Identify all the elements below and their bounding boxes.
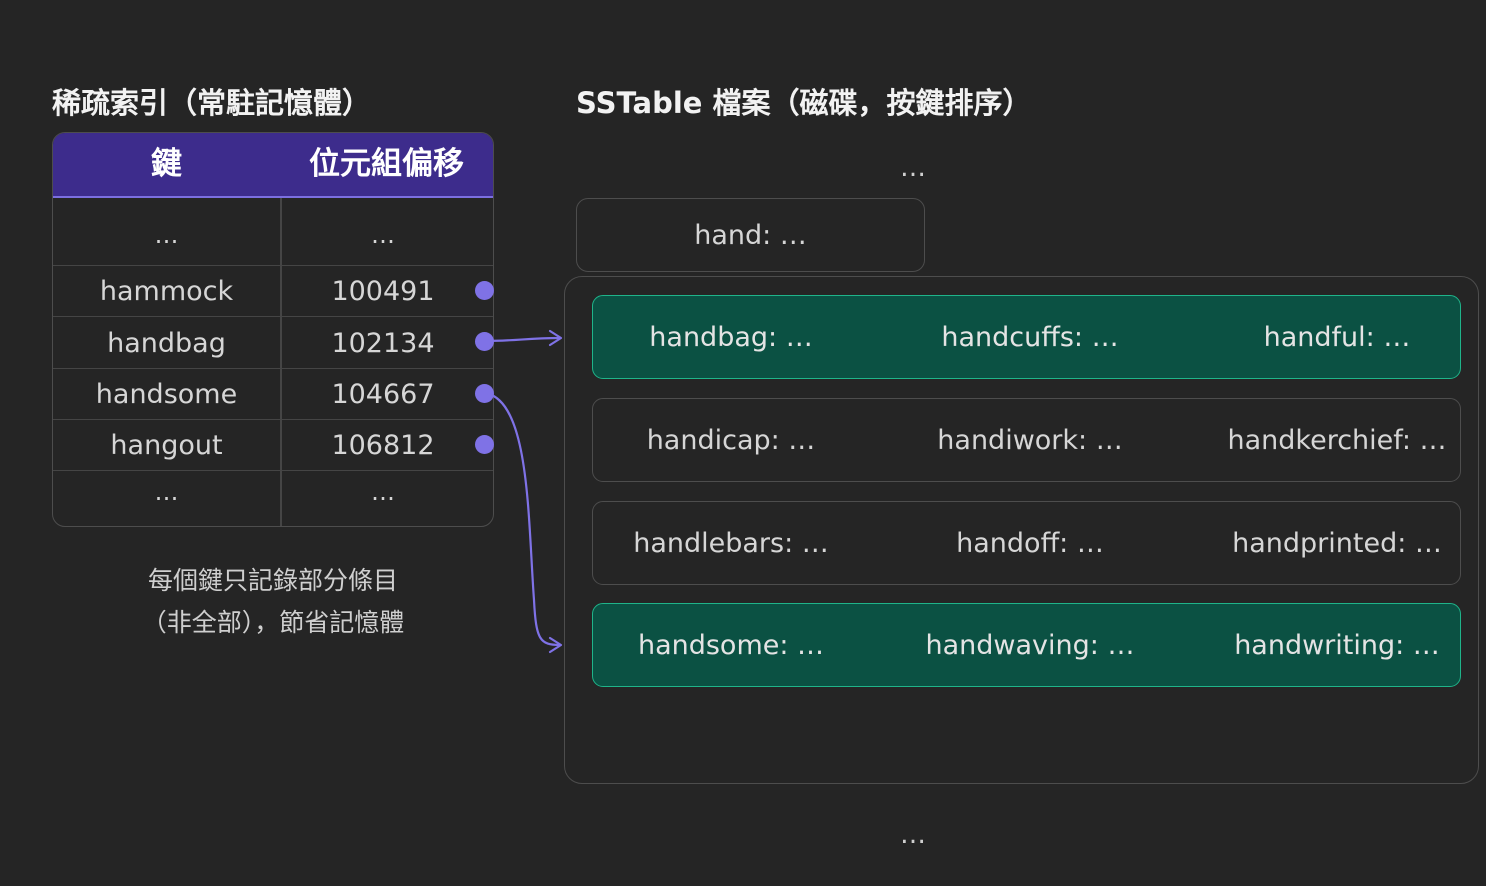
sparse-index-title: 稀疏索引（常駐記憶體） (52, 86, 372, 120)
key-cell: handsome (95, 379, 238, 410)
sstable-block-handsome: handsome: … handwaving: … handwriting: … (592, 603, 1461, 687)
sstable-entry: handicap: … (646, 424, 816, 456)
sstable-block-handlebars: handlebars: … handoff: … handprinted: … (592, 501, 1461, 585)
key-cell: handbag (107, 327, 226, 359)
offset-cell: … (371, 220, 395, 249)
sstable-block-container (564, 276, 1479, 784)
pointer-dot-hangout (475, 435, 494, 454)
table-row: hammock 100491 (53, 265, 493, 317)
table-row-ellipsis-top: … … (53, 198, 493, 265)
offset-cell: 102134 (331, 327, 435, 359)
arrowhead-handbag (548, 329, 563, 347)
sstable-entry: handsome: … (637, 629, 825, 661)
sstable-block-handbag: handbag: … handcuffs: … handful: … (592, 295, 1461, 379)
offset-cell: … (371, 478, 395, 506)
sstable-entry: handprinted: … (1232, 527, 1442, 559)
table-row: hangout 106812 (53, 419, 493, 471)
offset-cell: 106812 (331, 430, 435, 461)
key-cell: hammock (99, 276, 234, 307)
table-row: handsome 104667 (53, 368, 493, 420)
sstable-entry: handcuffs: … (941, 321, 1119, 353)
sstable-entry: handoff: … (956, 527, 1104, 559)
key-cell: … (154, 478, 179, 506)
column-header-key: 鍵 (151, 146, 182, 182)
caption-line-1: 每個鍵只記錄部分條目 (147, 566, 398, 595)
column-header-byte-offset: 位元組偏移 (309, 146, 464, 182)
arrowhead-handsome (548, 636, 563, 654)
arrow-handsome-to-block (483, 391, 562, 647)
sstable-block-handicap: handicap: … handiwork: … handkerchief: … (592, 398, 1461, 482)
table-row-ellipsis-bottom: … … (53, 470, 493, 526)
sstable-entry: handlebars: … (633, 527, 829, 559)
arrow-handbag-to-block (483, 336, 562, 343)
sstable-ellipsis-top: … (900, 153, 927, 183)
column-divider (280, 198, 282, 526)
sstable-entry-hand: hand: … (576, 198, 925, 272)
offset-cell: 100491 (331, 276, 435, 307)
sstable-entry: handwaving: … (925, 629, 1135, 661)
table-header: 鍵 位元組偏移 (53, 133, 493, 198)
sstable-entry: handbag: … (649, 321, 813, 353)
sstable-entry: handkerchief: … (1227, 424, 1447, 456)
table-row: handbag 102134 (53, 316, 493, 369)
key-cell: hangout (110, 430, 223, 461)
sstable-ellipsis-bottom: … (900, 820, 927, 850)
sstable-title: SSTable 檔案（磁碟，按鍵排序） (576, 86, 1032, 120)
sparse-index-table: 鍵 位元組偏移 … … hammock 100491 handbag 10213… (52, 132, 494, 527)
pointer-dot-hammock (475, 281, 494, 300)
caption-line-2: （非全部），節省記憶體 (141, 608, 405, 637)
offset-cell: 104667 (331, 379, 435, 410)
sstable-entry: handwriting: … (1234, 629, 1440, 661)
index-caption: 每個鍵只記錄部分條目 （非全部），節省記憶體 (52, 560, 494, 644)
sstable-entry: handful: … (1263, 321, 1411, 353)
key-cell: … (154, 220, 179, 249)
sstable-entry: handiwork: … (937, 424, 1123, 456)
